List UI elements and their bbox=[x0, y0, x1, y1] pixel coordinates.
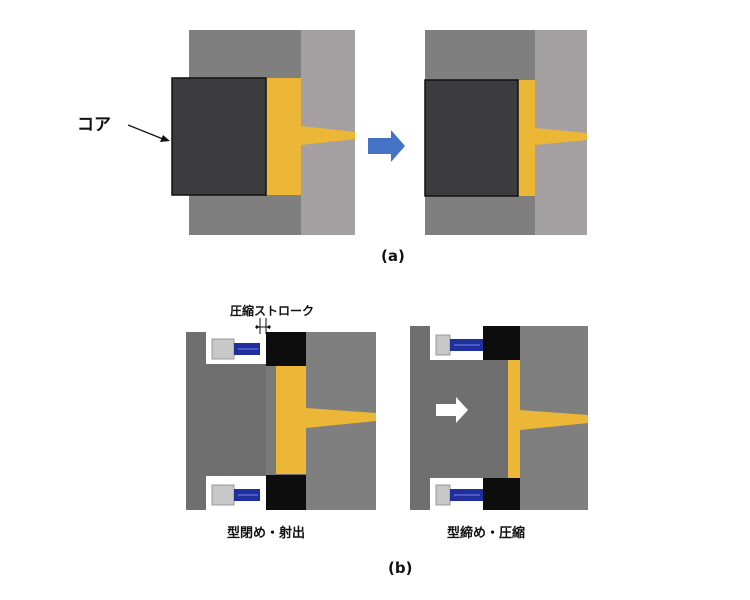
block-bottom bbox=[483, 478, 520, 510]
stroke-label: 圧縮ストローク bbox=[230, 303, 314, 318]
cylinder-bottom bbox=[211, 484, 235, 506]
resin-gate bbox=[301, 126, 355, 145]
cylinder-top bbox=[435, 334, 451, 356]
cavity-step bbox=[266, 364, 276, 476]
resin-cavity bbox=[276, 366, 306, 474]
block-bottom bbox=[266, 475, 306, 510]
right-arrow-icon bbox=[368, 130, 405, 162]
white-right-arrow-icon bbox=[436, 397, 468, 423]
core-block bbox=[171, 77, 267, 196]
resin-cavity bbox=[266, 78, 301, 195]
step-close-inject-label: 型閉め・射出 bbox=[227, 525, 305, 541]
stroke-dimension bbox=[255, 318, 271, 334]
resin-cavity bbox=[518, 80, 535, 196]
block-top bbox=[483, 326, 520, 360]
resin-gate bbox=[535, 128, 587, 145]
panel-a-after bbox=[424, 30, 587, 235]
core-block bbox=[424, 79, 519, 197]
core-pointer-arrow bbox=[127, 124, 170, 142]
panel-b-clamp-compress bbox=[410, 326, 588, 510]
core-label: コア bbox=[77, 115, 111, 135]
block-top bbox=[266, 332, 306, 366]
resin-gate bbox=[520, 410, 588, 430]
panel-b-close-inject bbox=[186, 332, 376, 510]
resin-gate bbox=[306, 408, 376, 428]
cylinder-top bbox=[211, 338, 235, 360]
step-clamp-compress-label: 型締め・圧縮 bbox=[447, 525, 525, 541]
cylinder-bottom bbox=[435, 484, 451, 506]
resin-cavity bbox=[508, 360, 520, 478]
panel-a-before bbox=[171, 30, 355, 235]
caption-a: (a) bbox=[381, 247, 405, 265]
caption-b: (b) bbox=[388, 559, 412, 577]
